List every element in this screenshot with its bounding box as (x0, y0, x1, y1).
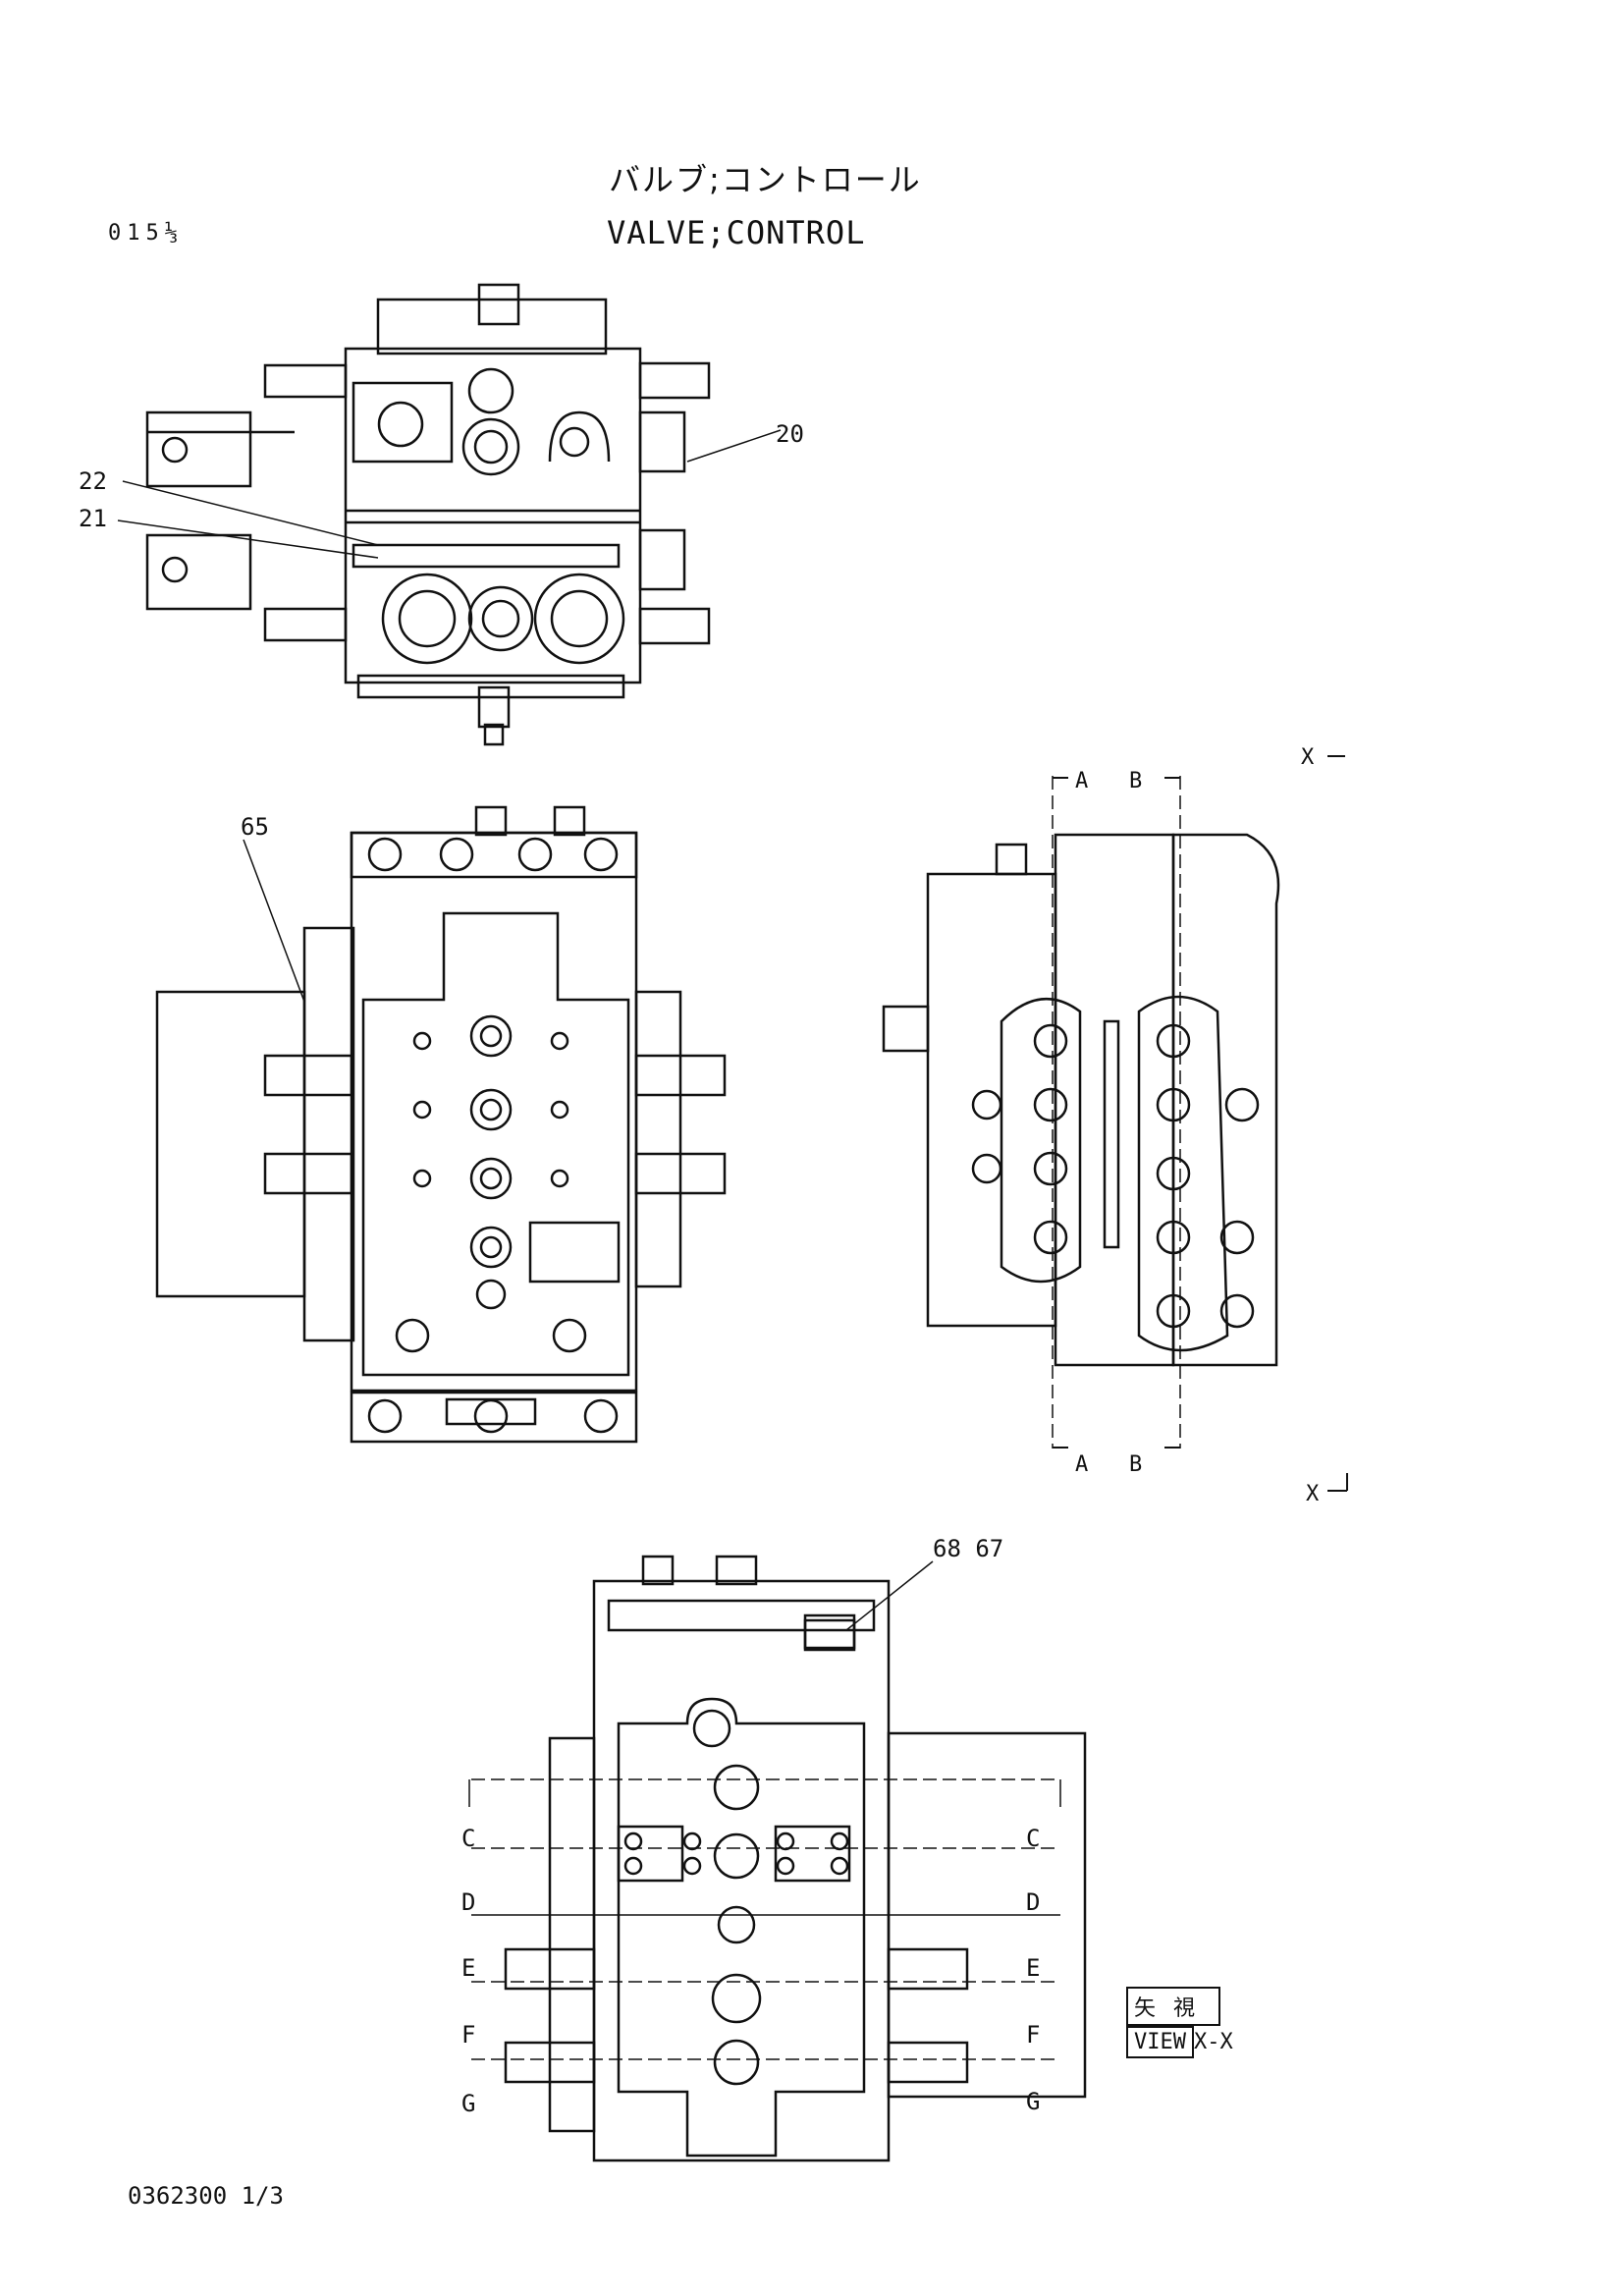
section-f-right: F (1026, 2021, 1040, 2049)
page-number: 015⅓ (108, 221, 184, 246)
title-english: VALVE;CONTROL (607, 214, 866, 251)
callout-65: 65 (241, 813, 269, 841)
section-c-right: C (1026, 1825, 1040, 1852)
section-x-bottom: X (1306, 1482, 1320, 1506)
section-g-left: G (461, 2090, 475, 2117)
callout-22: 22 (79, 467, 107, 495)
view-label-jp: 矢視 (1126, 1987, 1221, 2026)
view-label-suffix: X-X (1193, 2030, 1233, 2054)
front-view (155, 805, 727, 1444)
section-b-bottom: B (1129, 1452, 1142, 1477)
title-japanese: バルブ;コントロール (609, 161, 922, 198)
section-x-top: X (1301, 745, 1315, 770)
top-view (117, 283, 782, 746)
drawing-number: 0362300 1/3 (128, 2182, 284, 2210)
side-view (882, 755, 1348, 1492)
section-a-bottom: A (1075, 1452, 1088, 1477)
callout-68-67: 68 67 (933, 1535, 1003, 1562)
section-f-left: F (461, 2021, 475, 2049)
section-d-right: D (1026, 1888, 1040, 1916)
view-label-en: VIEW (1126, 2026, 1194, 2058)
callout-20: 20 (776, 420, 804, 448)
callout-21: 21 (79, 505, 107, 532)
section-g-right: G (1026, 2088, 1040, 2115)
section-c-left: C (461, 1825, 475, 1852)
section-e-right: E (1026, 1954, 1040, 1982)
section-e-left: E (461, 1954, 475, 1982)
section-d-left: D (461, 1888, 475, 1916)
section-a-top: A (1075, 769, 1088, 793)
section-b-top: B (1129, 769, 1142, 793)
view-xx (468, 1555, 1087, 2162)
